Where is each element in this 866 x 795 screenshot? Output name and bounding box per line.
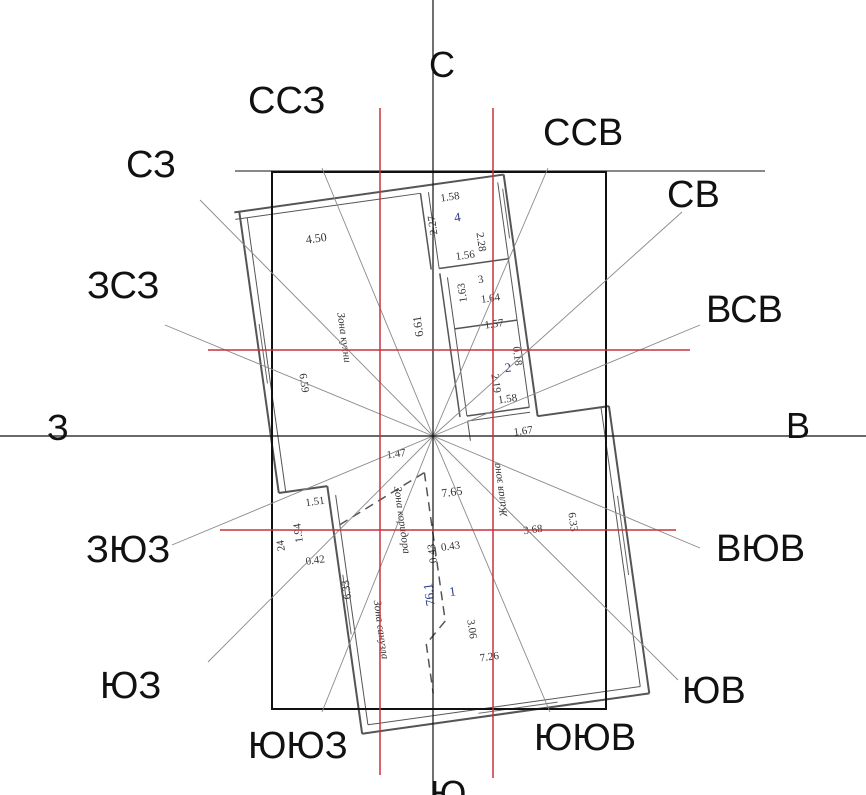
ray-nne <box>432 167 549 437</box>
dim-0-42: 0.42 <box>305 553 326 568</box>
dim-1-51: 1.51 <box>305 495 326 510</box>
dim-1-94: 1.94 <box>291 522 306 543</box>
zone-label-kitchen: Зона кухни <box>334 312 353 364</box>
dim-2-28: 2.28 <box>474 232 489 253</box>
label-nne: ССВ <box>543 112 623 154</box>
label-se: ЮВ <box>682 670 746 712</box>
dim-1-57: 1.57 <box>484 317 505 332</box>
dim-1-58-top: 1.58 <box>440 190 461 205</box>
floor-plan: 4.50 1.58 2.28 2.27 4 1.56 6.61 1.63 3 1… <box>234 173 651 735</box>
label-ese: ВЮВ <box>716 528 805 570</box>
room-1-area: 76.1 <box>420 582 438 607</box>
room-number-1: 1 <box>448 583 457 599</box>
outer-walls <box>234 173 651 735</box>
red-zone-lines <box>208 108 690 778</box>
ray-se <box>432 435 679 681</box>
label-wsw: ЗЮЗ <box>86 529 170 571</box>
window-marks <box>258 188 630 714</box>
label-south: Ю <box>430 773 466 795</box>
dim-0-43-a: 0.43 <box>440 539 461 554</box>
label-nnw: ССЗ <box>248 80 325 122</box>
dim-3-06: 3.06 <box>464 619 479 640</box>
label-west: З <box>47 407 69 448</box>
label-wnw: ЗСЗ <box>87 265 160 307</box>
ray-wsw <box>171 435 434 546</box>
dim-7-65: 7.65 <box>440 483 463 500</box>
ray-sw <box>207 435 434 663</box>
label-sse: ЮЮВ <box>534 717 636 759</box>
ray-nw <box>199 199 434 437</box>
dim-1-64: 1.64 <box>480 291 501 306</box>
label-ne: СВ <box>667 174 720 216</box>
dim-24: 24 <box>274 539 287 552</box>
room-number-2: 2 <box>504 359 513 375</box>
room-number-3: 3 <box>477 273 485 286</box>
dim-6-33-left: 6.33 <box>340 579 355 600</box>
label-east: В <box>786 405 810 446</box>
dim-6-59: 6.59 <box>296 373 311 394</box>
dim-1-63: 1.63 <box>455 282 470 303</box>
label-sw: ЮЗ <box>100 665 161 707</box>
zone-label-bath: Зона санузла <box>371 600 391 661</box>
dim-1-67: 1.67 <box>513 424 534 439</box>
dim-7-26: 7.26 <box>479 650 500 665</box>
dimension-labels: 4.50 1.58 2.28 2.27 4 1.56 6.61 1.63 3 1… <box>274 190 580 665</box>
ray-ene <box>432 324 701 437</box>
label-north: С <box>429 44 455 85</box>
label-ssw: ЮЮЗ <box>248 725 348 767</box>
dim-1-56: 1.56 <box>455 248 476 263</box>
dim-2-19: 2.19 <box>488 373 503 394</box>
direction-labels: С ССЗ ССВ СЗ СВ ЗСЗ ВСВ З В ЗЮЗ ВЮВ ЮЗ Ю… <box>47 44 810 795</box>
label-ene: ВСВ <box>706 289 783 331</box>
ray-wnw <box>164 324 434 437</box>
plan-bounding-box <box>271 171 607 710</box>
room-number-4: 4 <box>453 209 462 225</box>
ray-ssw <box>321 435 434 713</box>
dim-6-33-right: 6.33 <box>565 512 580 533</box>
dim-1-47: 1.47 <box>386 447 407 462</box>
ray-ne <box>432 211 683 437</box>
dim-4-50: 4.50 <box>305 230 328 247</box>
dim-0-18: 0.18 <box>510 346 525 367</box>
ray-sse <box>432 435 551 713</box>
dim-1-58-bottom: 1.58 <box>497 392 518 407</box>
label-nw: СЗ <box>126 144 176 186</box>
ray-nnw <box>321 167 434 437</box>
dim-6-61: 6.61 <box>410 315 427 338</box>
